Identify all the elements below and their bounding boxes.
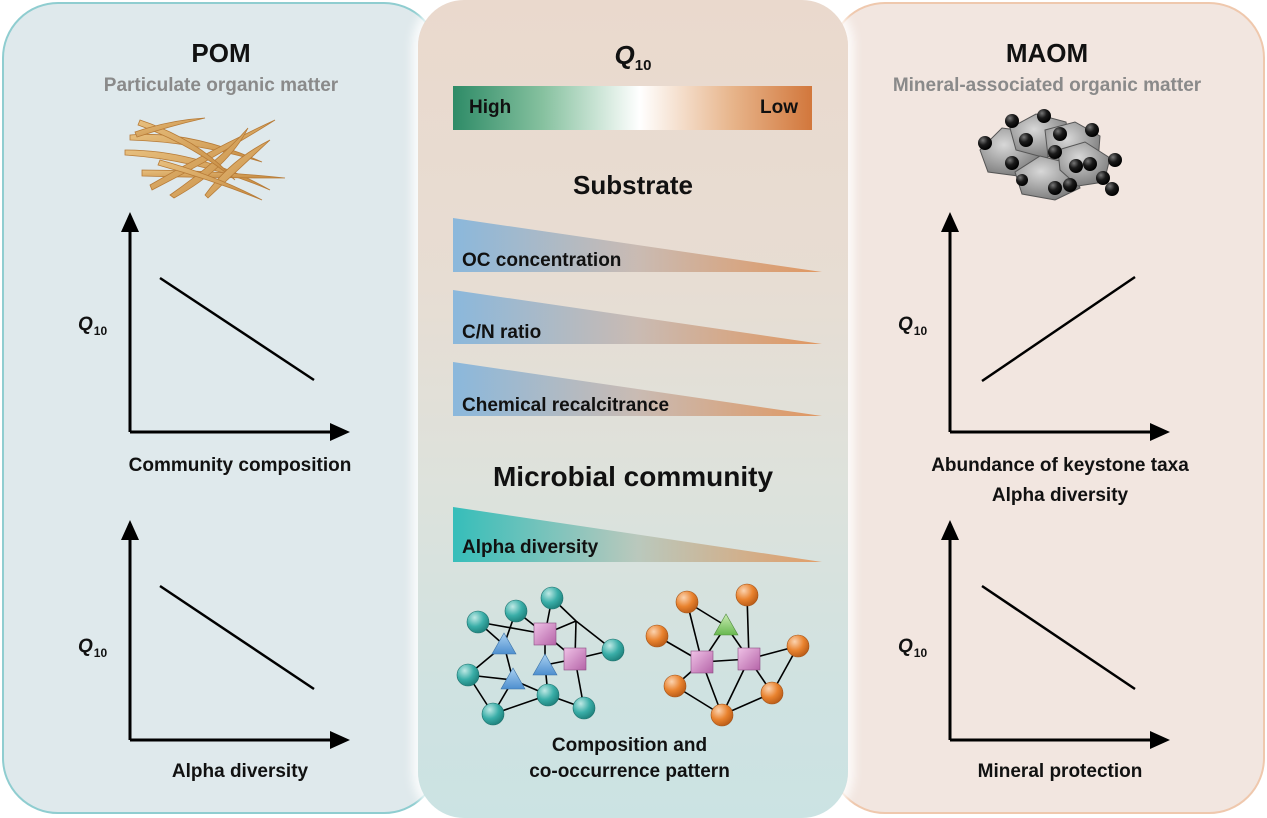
pom-plot1-xlabel: Community composition — [128, 455, 352, 476]
maom-trend-line-2 — [981, 584, 1136, 691]
wedge-cn-ratio — [453, 290, 822, 344]
maom-plot1-xlabel-line1: Abundance of keystone taxa — [931, 455, 1189, 476]
wedge-alpha-diversity — [453, 507, 822, 562]
network-caption-line1: Composition and — [551, 735, 708, 756]
wedge-chemical-recalcitrance — [453, 362, 822, 416]
substrate-item-cn: C/N ratio — [462, 322, 542, 343]
substrate-item-recalcitrance: Chemical recalcitrance — [462, 395, 670, 416]
pom-trend-line-1 — [159, 276, 315, 382]
pom-plot2-xlabel: Alpha diversity — [171, 761, 309, 782]
substrate-item-oc: OC concentration — [462, 250, 622, 271]
q10-gradient-scale: High Low — [453, 86, 812, 130]
maom-subtitle: Mineral-associated organic matter — [892, 75, 1202, 96]
pom-plot2-ylabel: Q10 — [78, 636, 108, 660]
pom-plot1-ylabel: Q10 — [78, 314, 108, 338]
pom-subtitle: Particulate organic matter — [103, 75, 339, 96]
maom-plot2-xlabel: Mineral protection — [977, 761, 1143, 782]
pom-trend-line-2 — [159, 584, 315, 691]
maom-plot2-ylabel: Q10 — [898, 636, 928, 660]
pom-title: POM — [191, 38, 251, 68]
substrate-heading: Substrate — [573, 170, 693, 200]
maom-plot1-xlabel-line2: Alpha diversity — [991, 485, 1129, 506]
pom-panel — [2, 2, 440, 814]
maom-title: MAOM — [1005, 38, 1089, 68]
scale-low-label: Low — [760, 97, 798, 118]
microbial-heading: Microbial community — [492, 461, 774, 492]
wedge-oc-concentration — [453, 218, 822, 272]
maom-trend-line-1 — [981, 275, 1136, 383]
q10-title: Q10 — [614, 40, 652, 74]
maom-plot1-ylabel: Q10 — [898, 314, 928, 338]
network-caption-line2: co-occurrence pattern — [529, 761, 730, 782]
microbial-item-alpha: Alpha diversity — [462, 537, 599, 558]
scale-high-label: High — [469, 97, 512, 118]
